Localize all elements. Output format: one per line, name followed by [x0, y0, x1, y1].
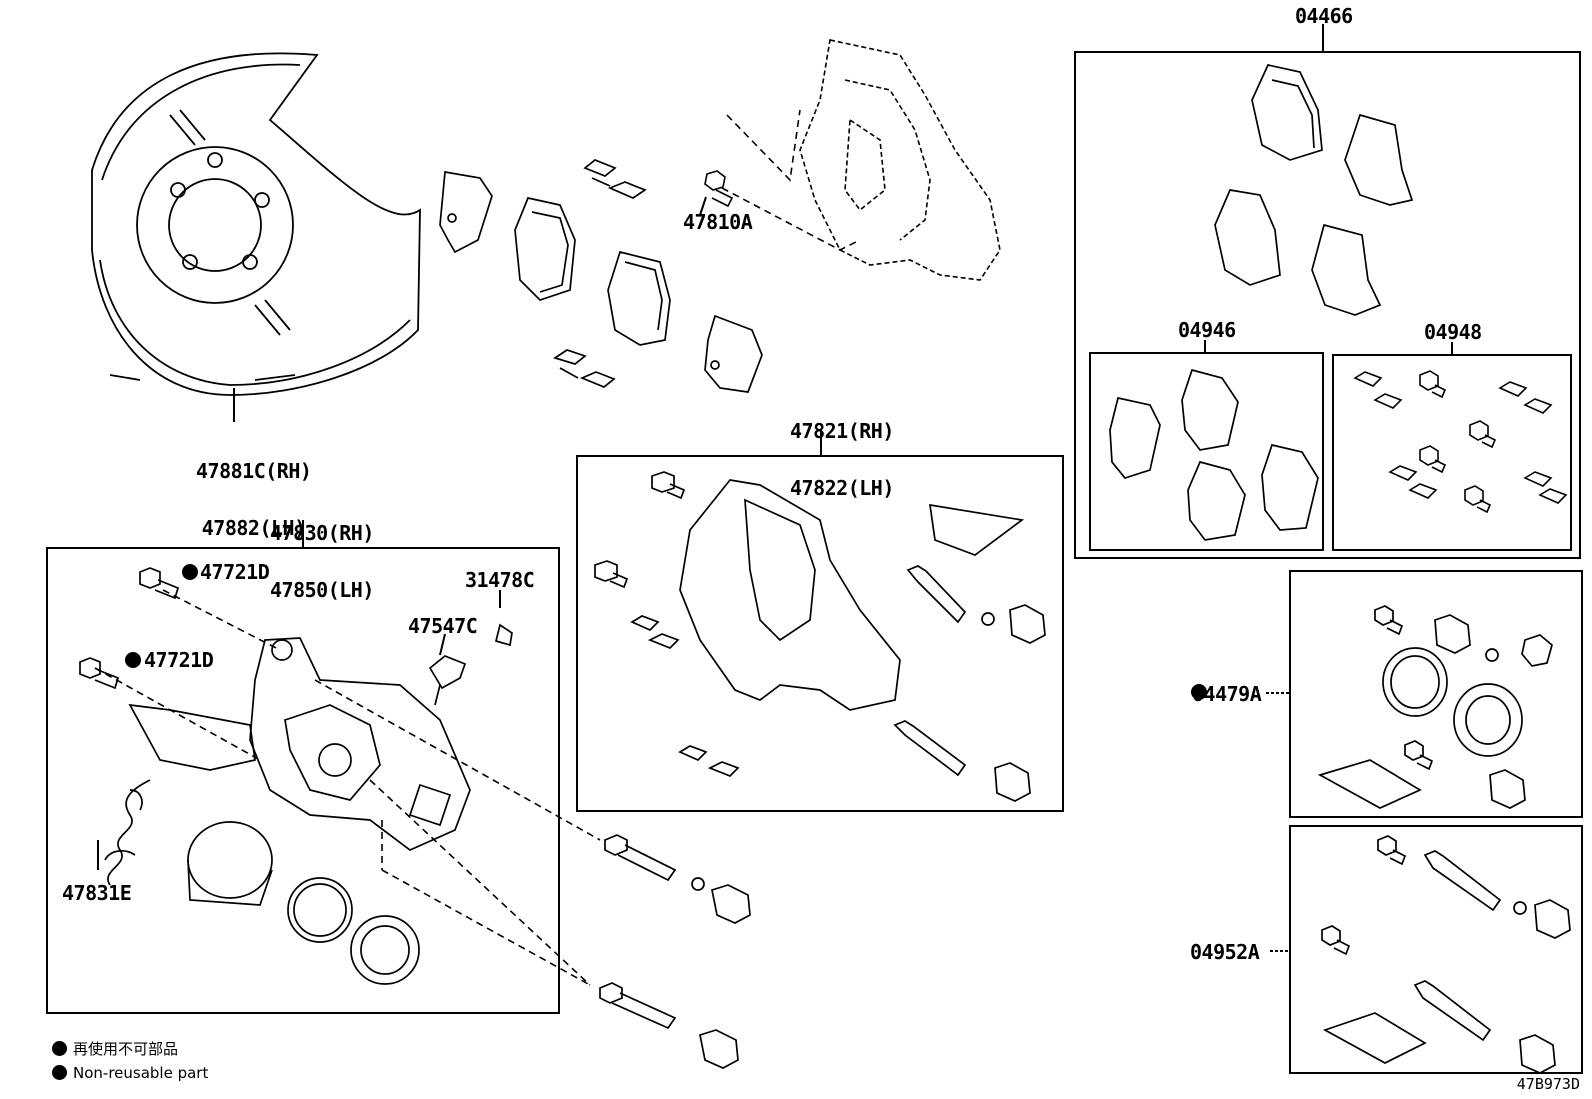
label-shim-kit-04946: 04946	[1178, 318, 1236, 342]
label-shim-kit-04948: 04948	[1424, 320, 1482, 344]
label-bolt-47721d-lower: 47721D	[144, 648, 214, 672]
pad-kit-box	[1074, 51, 1581, 559]
label-dust-shield: 47881C(RH) 47882(LH)	[196, 424, 312, 557]
legend-japanese: 再使用不可部品	[52, 1040, 178, 1058]
torque-plate-top-drawing	[799, 39, 1001, 281]
dust-shield-drawing	[91, 52, 421, 396]
torque-plate-box-drawing	[594, 471, 1046, 802]
bolt-47810a-drawing	[704, 170, 734, 208]
label-rear-caliper-rh: 47830(RH)	[270, 521, 374, 545]
label-bolt-47810a: 47810A	[683, 210, 753, 234]
seal-kit-drawing	[1191, 605, 1553, 809]
legend-japanese-text: 再使用不可部品	[73, 1040, 179, 1058]
label-front-caliper-rh: 47821(RH)	[790, 419, 894, 443]
shim-kit-a-drawing	[1109, 368, 1319, 541]
label-dust-shield-lh: 47882(LH)	[201, 516, 306, 540]
label-bleeder-47547c: 47547C	[408, 614, 478, 638]
label-dust-shield-rh: 47881C(RH)	[196, 459, 312, 483]
shim-kit-a-box	[1089, 352, 1324, 551]
label-front-caliper-lh: 47822(LH)	[790, 476, 894, 500]
label-pad-kit-04466: 04466	[1295, 4, 1353, 28]
label-seal-kit-04479a: 04479A	[1192, 682, 1262, 706]
legend-english: Non-reusable part	[52, 1064, 208, 1082]
legend-english-text: Non-reusable part	[73, 1064, 209, 1082]
label-bolt-47721d-upper: 47721D	[200, 560, 270, 584]
label-rear-caliper-lh: 47850(LH)	[270, 578, 374, 602]
label-spring-47831e: 47831E	[62, 881, 132, 905]
rear-caliper-drawing	[79, 564, 751, 1069]
slide-kit-box	[1289, 825, 1583, 1074]
non-reusable-dot-icon	[52, 1041, 67, 1056]
slide-kit-drawing	[1321, 835, 1571, 1074]
figure-code: 47B973D	[1516, 1075, 1580, 1093]
label-slide-kit-04952a: 04952A	[1190, 940, 1260, 964]
shim-kit-b-drawing	[1353, 370, 1568, 514]
pad-kit-drawing	[1214, 64, 1414, 316]
non-reusable-dot-icon	[52, 1065, 67, 1080]
label-front-caliper: 47821(RH) 47822(LH)	[790, 384, 894, 517]
seal-kit-box	[1289, 570, 1583, 818]
label-rear-caliper: 47830(RH) 47850(LH)	[270, 486, 374, 619]
label-cap-31478c: 31478C	[465, 568, 535, 592]
front-pads-drawing	[439, 159, 763, 393]
